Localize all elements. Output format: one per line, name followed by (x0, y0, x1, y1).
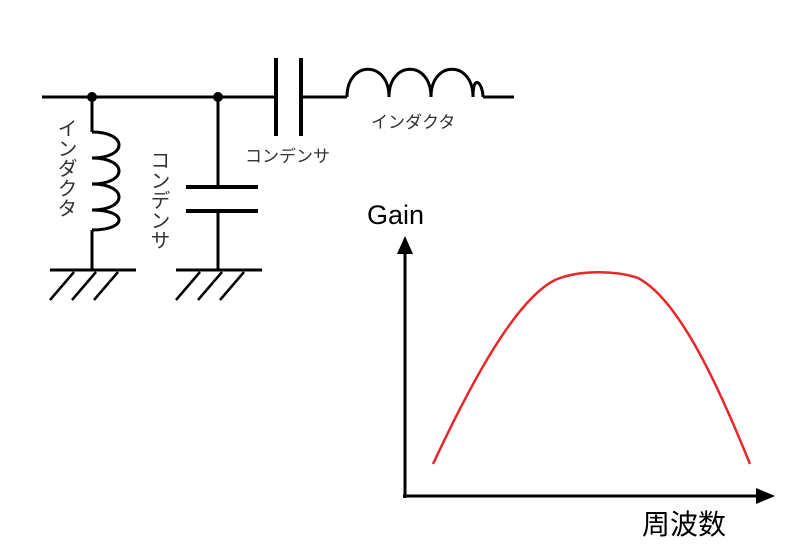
series-inductor-coil (345, 67, 485, 98)
circuit-schematic: インダクタ コンデンサ コンデンサ インダクタ (42, 58, 514, 301)
shunt-inductor-coil (91, 130, 121, 232)
x-axis-arrowhead (756, 488, 775, 504)
series-inductor (345, 67, 514, 99)
series-capacitor (274, 58, 347, 136)
shunt-inductor (90, 97, 121, 270)
shunt-capacitor-label: コンデンサ (147, 150, 171, 250)
gain-curve (431, 271, 752, 465)
y-axis-arrowhead (397, 236, 413, 254)
gain-frequency-graph: Gain 周波数 (367, 200, 775, 540)
ground-symbol-1 (49, 268, 136, 301)
series-inductor-label: インダクタ (371, 113, 455, 133)
x-axis-label: 周波数 (642, 509, 726, 540)
y-axis-label: Gain (367, 200, 424, 230)
shunt-inductor-label: インダクタ (54, 118, 78, 218)
series-capacitor-label: コンデンサ (245, 146, 330, 167)
ground-symbol-2 (175, 268, 262, 301)
shunt-capacitor (186, 97, 258, 270)
